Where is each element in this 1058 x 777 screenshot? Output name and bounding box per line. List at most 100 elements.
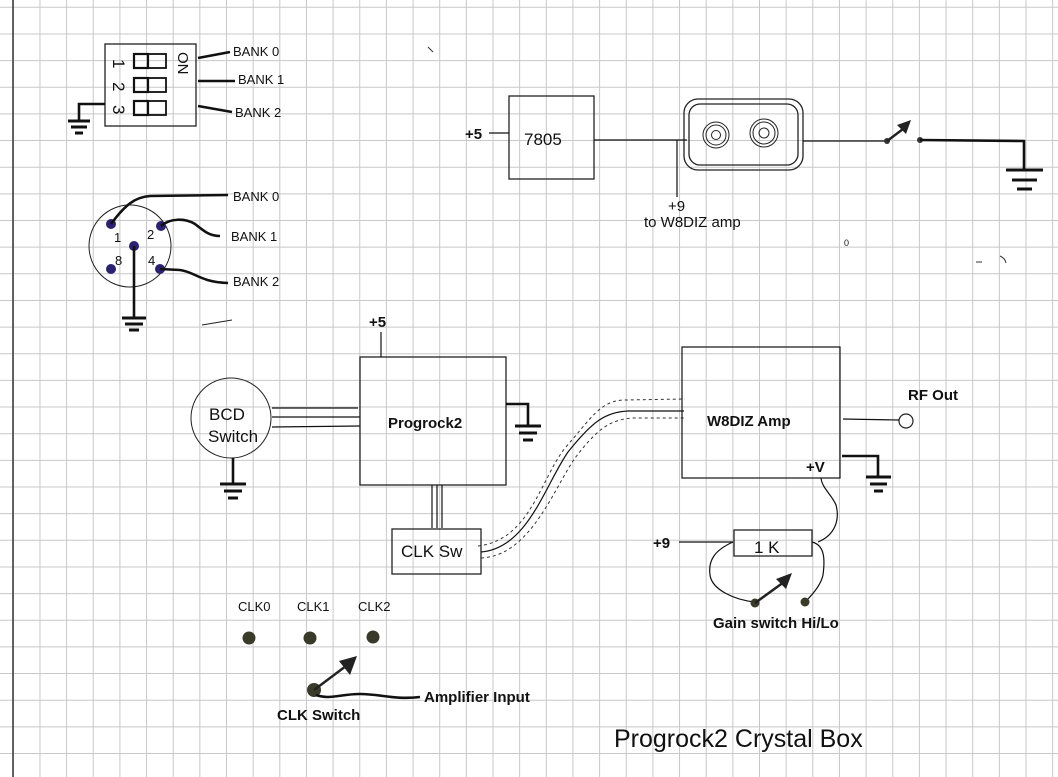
gain-switch-lever <box>754 580 785 605</box>
progrock2-label: Progrock2 <box>388 415 462 432</box>
amp-supply-label: +V <box>806 459 825 476</box>
amp-body <box>681 346 841 479</box>
rf-out-wire <box>842 418 900 421</box>
gain-wire-right <box>805 541 825 602</box>
resistor-label: 1 K <box>754 538 780 557</box>
resistor-1k <box>733 529 813 557</box>
clk1-label: CLK1 <box>297 599 330 614</box>
dip-label-bank0: BANK 0 <box>233 44 279 59</box>
gain-switch-contact[interactable] <box>800 597 810 607</box>
dip-label-bank2: BANK 2 <box>235 105 281 120</box>
diagram-title: Progrock2 Crystal Box <box>614 725 863 753</box>
power-jack-outer <box>683 98 804 171</box>
coax-center-conductor <box>480 410 684 553</box>
clk0-contact[interactable] <box>242 631 256 645</box>
dip-switch[interactable]: 1 2 3 ON BANK 0 BANK 1 BANK 2 <box>68 43 284 135</box>
power-jack[interactable] <box>683 98 885 171</box>
amp-input-label: Amplifier Input <box>424 689 530 706</box>
clk-sw-box[interactable]: CLK Sw <box>391 528 482 575</box>
bcd-switch-outline <box>190 377 272 459</box>
arrow-icon <box>776 573 792 589</box>
bcd-label-line2: Switch <box>208 427 258 446</box>
dip-position-3: 3 <box>109 105 128 114</box>
din-connector[interactable]: 1 2 8 4 BANK 0 BANK 1 BANK 2 <box>88 189 279 332</box>
jack-socket-icon <box>749 118 779 148</box>
arrow-icon <box>339 656 357 675</box>
coax-shield-bottom <box>480 417 685 559</box>
din-wire-bank0 <box>109 193 229 225</box>
din-pin-8[interactable] <box>106 264 116 274</box>
din-wire-bank2 <box>159 267 229 285</box>
jack-socket-icon <box>702 121 730 149</box>
din-pin-label-8: 8 <box>115 253 122 268</box>
coax-cable <box>477 398 686 559</box>
amp-supply-wire <box>817 477 838 543</box>
dip-switch-body <box>104 43 197 127</box>
bcd-bus-wire <box>271 425 361 428</box>
stray-mark <box>201 319 233 326</box>
dip-wire-bank2 <box>197 104 233 114</box>
ground-icon <box>866 475 891 493</box>
power-switch[interactable] <box>884 120 1043 191</box>
din-pin-label-2: 2 <box>147 227 154 242</box>
dip-switch-slot-2[interactable] <box>132 76 167 94</box>
dip-switch-slot-3[interactable] <box>132 99 167 117</box>
gain-supply-label: +9 <box>653 535 670 552</box>
bcd-switch[interactable]: BCD Switch <box>190 377 361 500</box>
w8diz-amp[interactable]: W8DIZ Amp +V RF Out <box>681 346 958 543</box>
clk0-label: CLK0 <box>238 599 271 614</box>
regulator-body <box>508 95 595 180</box>
regulator-label: 7805 <box>524 130 562 149</box>
progrock2-supply-label: +5 <box>369 314 386 331</box>
dip-ground-wire <box>77 102 105 121</box>
amp-ground-wire <box>842 454 880 476</box>
regulator-7805[interactable]: 7805 +5 +9 to W8DIZ amp <box>465 95 741 231</box>
gain-switch-label: Gain switch Hi/Lo <box>713 615 839 632</box>
power-jack-inner <box>688 103 799 166</box>
dip-position-1: 1 <box>109 59 128 68</box>
amp-label: W8DIZ Amp <box>707 413 791 430</box>
progrock2-body <box>359 356 507 486</box>
gain-wire-left <box>709 541 756 603</box>
stray-mark <box>999 255 1007 264</box>
ground-icon <box>515 424 541 442</box>
dip-wire-bank0 <box>197 50 231 60</box>
clk-switch[interactable]: CLK0 CLK1 CLK2 Amplifier Input CLK Switc… <box>238 599 530 724</box>
rf-out-terminal[interactable] <box>898 413 914 429</box>
switch-lever <box>886 128 904 142</box>
clk1-contact[interactable] <box>303 631 317 645</box>
din-pin-label-4: 4 <box>148 253 155 268</box>
nine-volt-tap-label: +9 <box>668 198 685 215</box>
rf-out-label: RF Out <box>908 387 958 404</box>
ground-icon <box>68 119 90 135</box>
clk2-contact[interactable] <box>366 630 380 644</box>
din-pin-label-1: 1 <box>114 230 121 245</box>
amp-input-wire <box>315 692 421 700</box>
regulator-input-label: +5 <box>465 126 482 143</box>
ground-icon <box>1006 168 1043 191</box>
clk-switch-lever <box>313 665 347 691</box>
coax-shield-top <box>477 398 686 547</box>
ground-icon <box>220 482 246 500</box>
dip-position-2: 2 <box>109 82 128 91</box>
ground-icon <box>122 316 146 332</box>
bcd-label-line1: BCD <box>209 405 245 424</box>
din-label-bank1: BANK 1 <box>231 229 277 244</box>
din-label-bank0: BANK 0 <box>233 189 279 204</box>
progrock2-module[interactable]: +5 Progrock2 <box>359 314 541 528</box>
dip-switch-slot-1[interactable] <box>132 52 167 70</box>
din-label-bank2: BANK 2 <box>233 274 279 289</box>
clk-sw-label: CLK Sw <box>401 542 463 561</box>
gain-circuit[interactable]: +9 1 K Gain switch Hi/Lo <box>653 529 839 632</box>
progrock2-ground-wire <box>506 402 530 425</box>
clk-switch-label: CLK Switch <box>277 707 360 724</box>
arrow-icon <box>897 120 911 134</box>
din-connector-outline <box>88 204 172 288</box>
nine-volt-tap-note: to W8DIZ amp <box>644 214 741 231</box>
power-ground-wire <box>919 138 1026 170</box>
din-wire-bank1 <box>160 218 221 238</box>
stray-mark: 0 <box>844 238 849 248</box>
dip-label-bank1: BANK 1 <box>238 72 284 87</box>
